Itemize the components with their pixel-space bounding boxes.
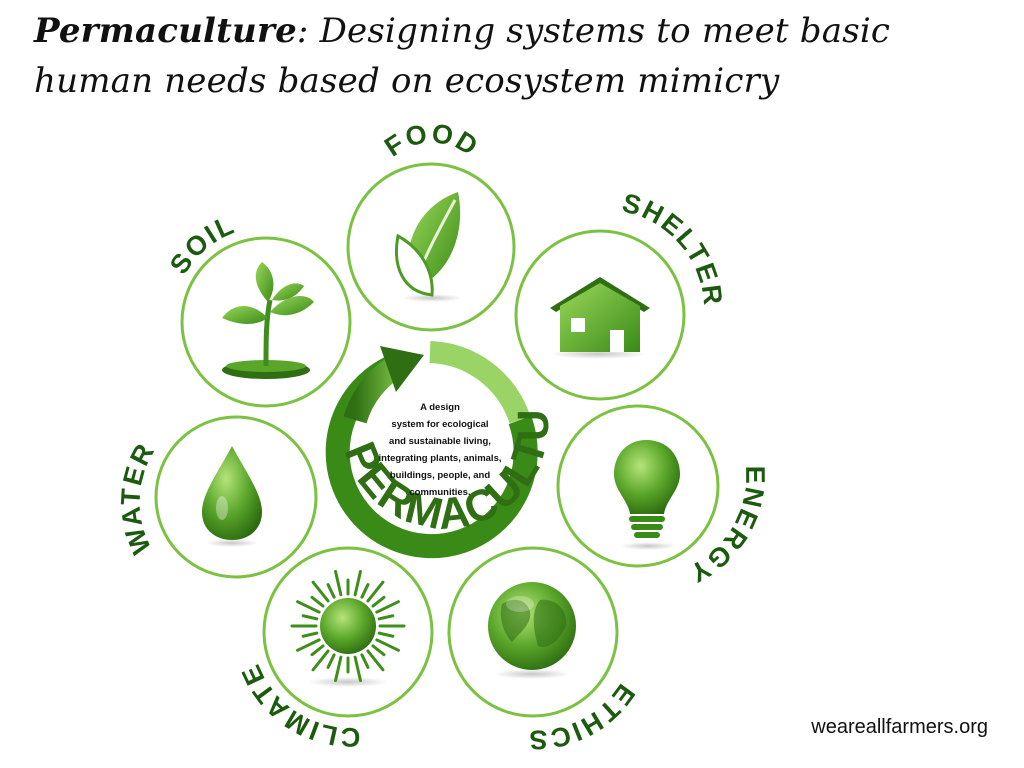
title-keyword: Permaculture [34,11,297,51]
description-line: A design [420,402,460,413]
description-line: integrating plants, animals, [379,453,502,464]
description-line: and sustainable living, [389,436,491,447]
slide-title: Permaculture: Designing systems to meet … [34,6,994,106]
water-label: WATER [115,437,160,558]
description-line: buildings, people, and [390,470,490,481]
description-line: system for ecological [391,419,488,430]
food-label: FOOD [379,120,484,162]
description-line: communities. [409,487,470,498]
permaculture-diagram: PERMACULTURE A design system for ecologi… [0,120,1024,760]
source-credit: weareallfarmers.org [811,716,988,739]
